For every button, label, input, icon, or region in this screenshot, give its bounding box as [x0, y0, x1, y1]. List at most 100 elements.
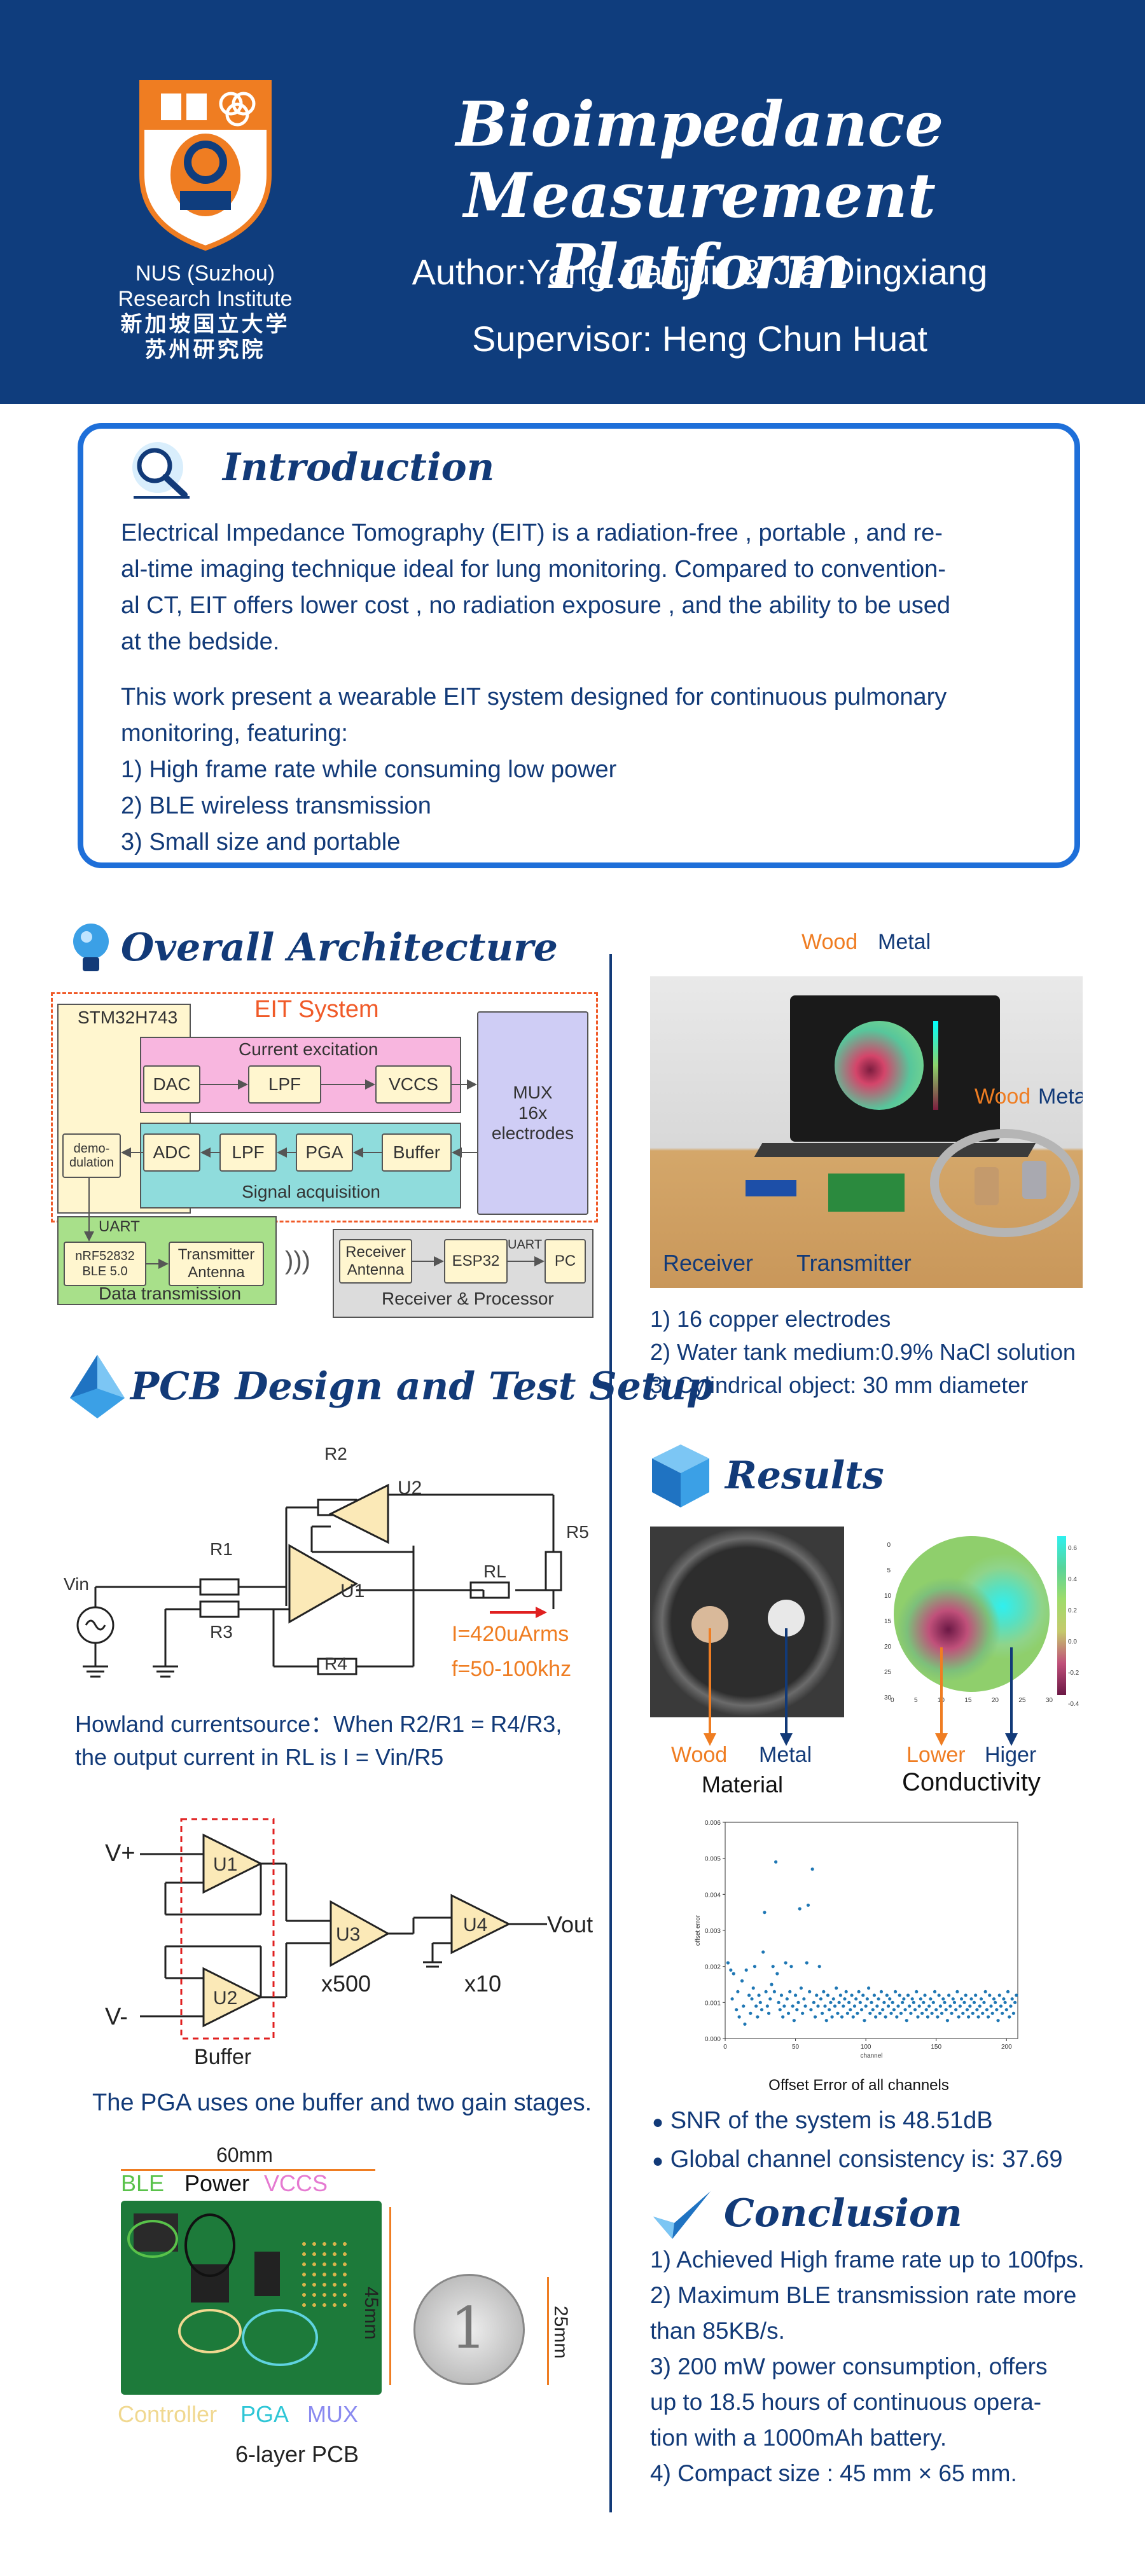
data-point: [826, 1993, 830, 1997]
title-line-1: Bioimpedance: [455, 88, 944, 160]
intro-line: al-time imaging technique ideal for lung…: [121, 556, 946, 583]
feature-item: 3) Small size and portable: [121, 829, 401, 855]
data-point: [782, 2004, 786, 2008]
data-point: [871, 2008, 875, 2012]
data-tx-label: Data transmission: [99, 1284, 242, 1303]
signal-acq-label: Signal acquisition: [242, 1182, 380, 1201]
data-point: [796, 2000, 800, 2004]
y-axis-label: offset error: [695, 1915, 702, 1946]
data-point: [930, 2011, 934, 2015]
data-point: [920, 2011, 924, 2015]
data-point: [730, 1997, 734, 2001]
data-point: [833, 2004, 837, 2008]
data-point: [943, 2000, 947, 2004]
map-area: [891, 1533, 1053, 1695]
rx-proc-label: Receiver & Processor: [382, 1289, 554, 1308]
data-point: [1002, 1997, 1006, 2001]
data-point: [896, 2004, 900, 2008]
map-xtick: 0: [891, 1697, 894, 1704]
data-point: [959, 1997, 964, 2001]
data-point: [847, 2000, 851, 2004]
data-point: [736, 1990, 740, 1993]
data-point: [936, 2015, 940, 2019]
data-point: [902, 1997, 906, 2001]
data-point: [926, 2015, 930, 2019]
data-point: [1010, 1997, 1014, 2001]
colorbar-ticks: 0.6 0.4 0.2 0.0 -0.2 -0.4: [1068, 1533, 1079, 1720]
colorbar-tick: 0.2: [1068, 1607, 1077, 1614]
data-point: [937, 1993, 941, 1997]
metal-result-label: Metal: [759, 1743, 812, 1767]
lightbulb-icon: [73, 924, 109, 971]
data-point: [974, 1993, 978, 1997]
data-point: [906, 1993, 910, 1997]
x10-label: x10: [464, 1970, 502, 1997]
data-point: [952, 2000, 957, 2004]
data-point: [837, 2000, 841, 2004]
pcb-photo: [121, 2201, 382, 2395]
data-point: [971, 2011, 975, 2015]
data-point: [892, 2008, 896, 2012]
data-point: [875, 2004, 879, 2008]
data-point: [798, 1907, 802, 1911]
howland-line: Howland currentsource：When R2/R1 = R4/R3…: [75, 1711, 562, 1737]
higher-label: Higer: [985, 1743, 1037, 1767]
data-point: [815, 1993, 819, 1997]
map-xtick: 25: [1018, 1697, 1026, 1704]
map-ytick: 15: [884, 1618, 892, 1625]
data-point: [865, 1997, 869, 2001]
architecture-diagram: EIT System STM32H743 Current excitation …: [51, 992, 598, 1348]
data-point: [761, 1950, 765, 1954]
data-point: [786, 2011, 791, 2015]
data-point: [927, 2004, 931, 2008]
map-ytick: 10: [884, 1593, 892, 1600]
pga-node: PGA: [296, 1133, 353, 1172]
dim60-label: 60mm: [216, 2143, 273, 2166]
data-point: [997, 1993, 1001, 1997]
pcb-title: PCB Design and Test Setup: [130, 1364, 714, 1409]
current-label: I=420uArms: [452, 1622, 569, 1646]
data-point: [903, 2008, 907, 2012]
data-point: [940, 2011, 944, 2015]
power-label: Power: [184, 2170, 250, 2196]
x-tick-label: 0: [723, 2044, 727, 2051]
data-point: [799, 1986, 803, 1990]
wood-cylinder: [975, 1167, 999, 1205]
setup-item: 1) 16 copper electrodes: [650, 1306, 891, 1332]
data-point: [789, 1965, 793, 1969]
intro-line: al CT, EIT offers lower cost , no radiat…: [121, 592, 950, 619]
r5-label: R5: [566, 1522, 589, 1542]
data-point: [801, 2011, 805, 2015]
data-point: [915, 1990, 919, 1993]
howland-schematic: [76, 1483, 562, 1678]
data-point: [820, 2011, 824, 2015]
pga-u1-label: U1: [213, 1854, 238, 1875]
map-ytick: 30: [884, 1694, 892, 1701]
electrode-tank: [930, 1129, 1079, 1237]
setup-photo: Wood Metal Receiver Transmitter: [650, 976, 1083, 1288]
layers-label: 6-layer PCB: [235, 2441, 359, 2467]
data-point: [886, 2004, 891, 2008]
data-point: [944, 2008, 948, 2012]
data-point: [742, 2004, 746, 2008]
data-point: [864, 2004, 868, 2008]
data-point: [978, 2004, 982, 2008]
data-point: [849, 2008, 852, 2012]
mux-node: MUX 16x electrodes: [477, 1011, 588, 1215]
pc-node: PC: [545, 1239, 586, 1284]
demod-node: demo- dulation: [62, 1133, 121, 1178]
dim45-line: [389, 2207, 391, 2385]
data-point: [863, 2019, 866, 2023]
data-point: [805, 1961, 808, 1965]
colorbar-tick: -0.2: [1068, 1670, 1079, 1677]
logo-line-4: 苏州研究院: [144, 338, 266, 362]
data-point: [870, 2000, 873, 2004]
colorbar-tick: 0.4: [1068, 1576, 1077, 1583]
uart2-label: UART: [508, 1238, 543, 1252]
data-point: [784, 1961, 788, 1965]
pga-u2-label: U2: [213, 1988, 238, 2009]
y-tick-label: 0.003: [705, 1928, 721, 1935]
data-point: [791, 2004, 795, 2008]
pga-caption: The PGA uses one buffer and two gain sta…: [92, 2089, 592, 2116]
data-point: [881, 2008, 885, 2012]
